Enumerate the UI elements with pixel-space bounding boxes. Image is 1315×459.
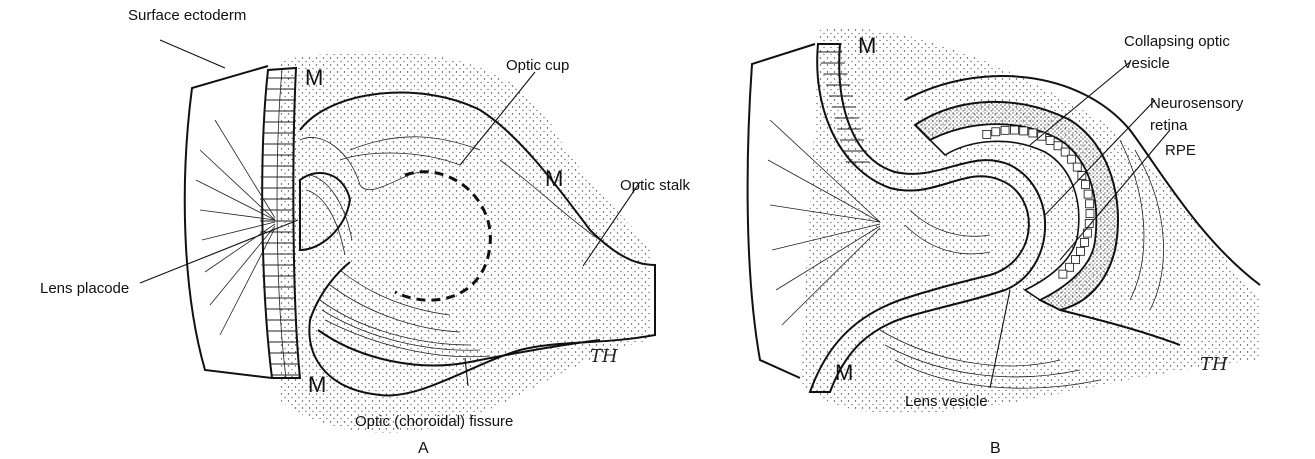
vesicle-cell xyxy=(983,130,991,138)
vesicle-cell xyxy=(1071,256,1079,264)
signature-a: TH xyxy=(590,346,618,367)
panel-letter-a: A xyxy=(418,440,429,457)
surface-ectoderm-slab xyxy=(185,66,272,378)
vesicle-cell xyxy=(1082,181,1090,189)
label-optic-cup: Optic cup xyxy=(506,57,569,74)
vesicle-cell xyxy=(1059,270,1067,278)
signature-b: TH xyxy=(1200,354,1228,375)
vesicle-cell xyxy=(1020,127,1028,135)
label-lens-placode: Lens placode xyxy=(40,280,129,297)
vesicle-cell xyxy=(1086,200,1094,208)
vesicle-cell xyxy=(1010,126,1018,134)
vesicle-cell xyxy=(1029,129,1037,137)
vesicle-cell xyxy=(1054,142,1062,150)
vesicle-cell xyxy=(1046,136,1054,144)
label-neurosensory-line2: retina xyxy=(1150,117,1188,134)
panel-a: Surface ectoderm Optic cup Optic stalk L… xyxy=(40,7,691,457)
label-m-top-a: M xyxy=(305,65,323,90)
label-neurosensory-line1: Neurosensory xyxy=(1150,95,1244,112)
label-m-right-a: M xyxy=(545,166,563,191)
mesenchyme-stipple-b xyxy=(800,28,1260,413)
vesicle-cell xyxy=(1084,190,1092,198)
vesicle-cell xyxy=(1080,238,1088,246)
panel-b: Collapsing optic vesicle Neurosensory re… xyxy=(748,28,1260,457)
vesicle-cell xyxy=(1076,247,1084,255)
vesicle-cell xyxy=(1001,126,1009,134)
panel-letter-b: B xyxy=(990,440,1001,457)
label-rpe: RPE xyxy=(1165,142,1196,159)
label-surface-ectoderm: Surface ectoderm xyxy=(128,7,246,24)
label-m-bottom-a: M xyxy=(308,372,326,397)
vesicle-cell xyxy=(992,128,1000,136)
label-collapsing-optic-line1: Collapsing optic xyxy=(1124,33,1230,50)
vesicle-cell xyxy=(1068,155,1076,163)
label-lens-vesicle: Lens vesicle xyxy=(905,393,988,410)
vesicle-cell xyxy=(1073,163,1081,171)
label-m-top-b: M xyxy=(858,33,876,58)
label-m-bottom-b: M xyxy=(835,360,853,385)
mesenchyme-stipple-a xyxy=(280,51,650,432)
label-optic-fissure: Optic (choroidal) fissure xyxy=(355,413,513,430)
label-collapsing-optic-line2: vesicle xyxy=(1124,55,1170,72)
vesicle-cell xyxy=(1086,210,1094,218)
label-optic-stalk: Optic stalk xyxy=(620,177,691,194)
